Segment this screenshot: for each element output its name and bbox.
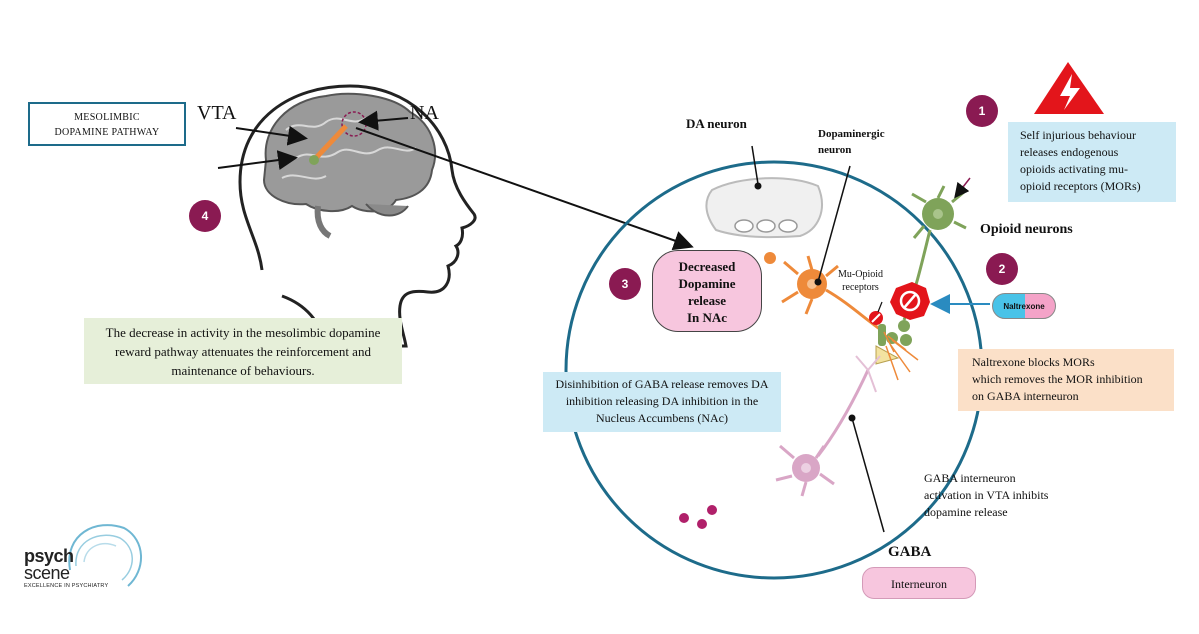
mu-opioid-line2: receptors: [842, 282, 879, 293]
self-injury-line3: opioids activating mu-: [1020, 162, 1128, 176]
logo-word-scene: scene: [24, 563, 70, 583]
stop-sign-icon: [890, 282, 930, 320]
dopaminergic-line1: Dopaminergic: [818, 128, 885, 140]
step-4-badge: 4: [189, 200, 221, 232]
self-injury-note: Self injurious behaviour releases endoge…: [1008, 122, 1176, 202]
decreased-line3: release: [687, 293, 727, 308]
disinhibition-note: Disinhibition of GABA release removes DA…: [543, 372, 781, 432]
receptor-shape: [875, 324, 900, 365]
mu-opioid-line1: Mu-Opioid: [838, 269, 883, 280]
opioid-neurons-label: Opioid neurons: [980, 222, 1073, 237]
interneuron-label: Interneuron: [891, 577, 947, 591]
mesolimbic-note-line1: The decrease in activity in the mesolimb…: [105, 325, 381, 340]
pathway-title-line2: DOPAMINE PATHWAY: [54, 127, 160, 138]
decreased-line2: Dopamine: [678, 276, 736, 291]
gaba-note: GABA interneuron activation in VTA inhib…: [924, 470, 1048, 521]
disinhibition-line3: Nucleus Accumbens (NAc): [596, 411, 728, 425]
da-neuron-shape: [705, 177, 823, 239]
gaba-note-line1: GABA interneuron: [924, 471, 1016, 485]
step-2-badge: 2: [986, 253, 1018, 285]
dopaminergic-neuron-label: Dopaminergic neuron: [818, 126, 885, 158]
disinhibition-line1: Disinhibition of GABA release removes DA: [555, 377, 769, 391]
mesolimbic-note: The decrease in activity in the mesolimb…: [84, 318, 402, 384]
naltrexone-line1: Naltrexone blocks MORs: [972, 355, 1095, 369]
pathway-title-box: MESOLIMBIC DOPAMINE PATHWAY: [28, 102, 186, 146]
gaba-neuron-shape: [775, 355, 881, 497]
step-3-badge: 3: [609, 268, 641, 300]
naltrexone-line3: on GABA interneuron: [972, 389, 1079, 403]
gaba-note-line3: dopamine release: [924, 505, 1008, 519]
self-injury-line2: releases endogenous: [1020, 145, 1119, 159]
naltrexone-line2: which removes the MOR inhibition: [972, 372, 1143, 386]
da-neuron-label: DA neuron: [686, 116, 747, 131]
interneuron-pill: Interneuron: [862, 567, 976, 599]
naltrexone-pill-label: Naltrexone: [1003, 302, 1045, 311]
naltrexone-pill: Naltrexone: [992, 293, 1056, 319]
decreased-line4: In NAc: [686, 310, 728, 325]
head-silhouette: [238, 84, 477, 348]
disinhibition-line2: inhibition releasing DA inhibition in th…: [565, 394, 759, 408]
vta-label: VTA: [197, 102, 237, 124]
psych-scene-logo-graphic: [68, 524, 142, 587]
decreased-dopamine-bubble: Decreased Dopamine release In NAc: [652, 250, 762, 332]
warning-icon: [1034, 62, 1104, 114]
dopaminergic-line2: neuron: [818, 144, 852, 156]
self-injury-line1: Self injurious behaviour: [1020, 128, 1136, 142]
pathway-title-line1: MESOLIMBIC: [74, 112, 140, 123]
logo-word-psych: psych: [24, 546, 74, 566]
decreased-line1: Decreased: [678, 259, 736, 274]
logo-wordmark: psych scene EXCELLENCE IN PSYCHIATRY: [24, 546, 109, 589]
na-label: NA: [410, 102, 439, 124]
brain: [262, 92, 436, 239]
mesolimbic-note-line2: reward pathway attenuates the reinforcem…: [115, 344, 371, 359]
gaba-label: GABA: [888, 544, 932, 560]
step-1-badge: 1: [966, 95, 998, 127]
small-stop-sign-icon: [869, 311, 883, 325]
mesolimbic-note-line3: maintenance of behaviours.: [171, 363, 315, 378]
self-injury-line4: opioid receptors (MORs): [1020, 179, 1141, 193]
logo-tagline: EXCELLENCE IN PSYCHIATRY: [24, 583, 109, 589]
mu-opioid-label: Mu-Opioid receptors: [838, 268, 883, 294]
gaba-note-line2: activation in VTA inhibits: [924, 488, 1049, 502]
naltrexone-note: Naltrexone blocks MORs which removes the…: [958, 349, 1174, 411]
